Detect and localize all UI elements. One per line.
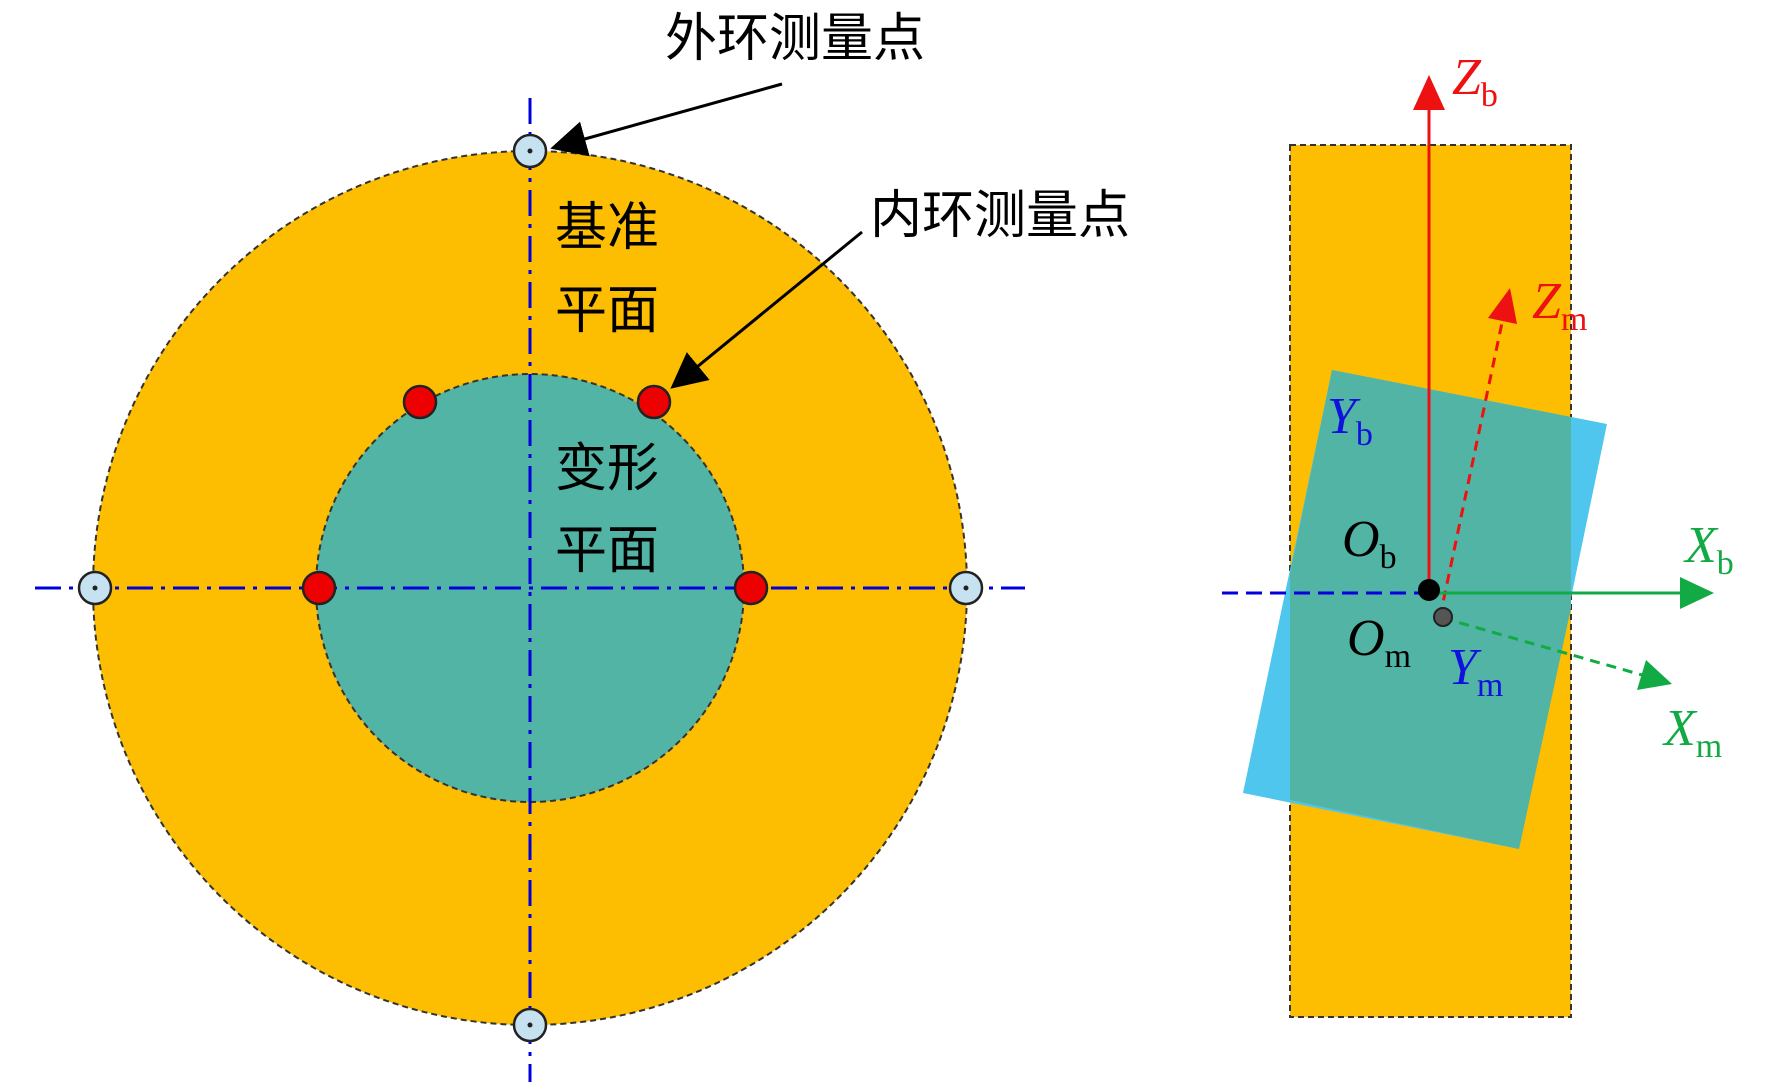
top-view: 外环测量点 内环测量点 基准 平面 变形 平面 bbox=[35, 9, 1130, 1082]
xm-axis bbox=[1442, 616, 1643, 677]
outer-point-bottom-dot bbox=[527, 1022, 533, 1028]
reference-plane-label-line2: 平面 bbox=[555, 281, 659, 341]
ob-origin-point bbox=[1418, 579, 1440, 601]
zb-arrow-icon bbox=[1413, 75, 1445, 110]
inner-point-left bbox=[301, 570, 337, 606]
outer-point-callout-arrow bbox=[550, 82, 783, 157]
xm-arrow-icon bbox=[1637, 660, 1672, 690]
outer-point-left-dot bbox=[92, 585, 98, 591]
outer-ring-point-label: 外环测量点 bbox=[665, 9, 925, 69]
xb-arrow-icon bbox=[1680, 577, 1714, 609]
inner-measurement-points bbox=[301, 384, 769, 606]
xm-label: Xm bbox=[1662, 700, 1722, 765]
inner-ring-point-label: 内环测量点 bbox=[870, 186, 1130, 246]
ob-label: Ob bbox=[1342, 511, 1397, 576]
zb-label: Zb bbox=[1452, 49, 1498, 114]
inner-point-callout-arrow bbox=[670, 230, 863, 389]
om-label: Om bbox=[1347, 610, 1411, 675]
inner-point-upper-left bbox=[402, 384, 438, 420]
om-origin-point bbox=[1433, 607, 1453, 627]
xb-label: Xb bbox=[1683, 517, 1734, 582]
yb-label: Yb bbox=[1327, 388, 1373, 453]
zm-label: Zm bbox=[1532, 273, 1587, 338]
inner-point-upper-right bbox=[636, 384, 672, 420]
side-view: Zb Zm Yb Ob Om Ym Xb Xm bbox=[1222, 49, 1734, 1018]
ym-label: Ym bbox=[1448, 639, 1503, 704]
zm-arrow-icon bbox=[1488, 288, 1517, 324]
outer-measurement-points bbox=[77, 133, 984, 1043]
deformed-plane-overlap bbox=[1290, 370, 1571, 849]
reference-plane-label-line1: 基准 bbox=[555, 198, 659, 258]
outer-point-right-dot bbox=[963, 585, 969, 591]
outer-point-top-dot bbox=[527, 148, 533, 154]
inner-point-right bbox=[733, 570, 769, 606]
deformed-plane-label-line1: 变形 bbox=[555, 439, 659, 499]
deformed-plane-label-line2: 平面 bbox=[555, 521, 659, 581]
